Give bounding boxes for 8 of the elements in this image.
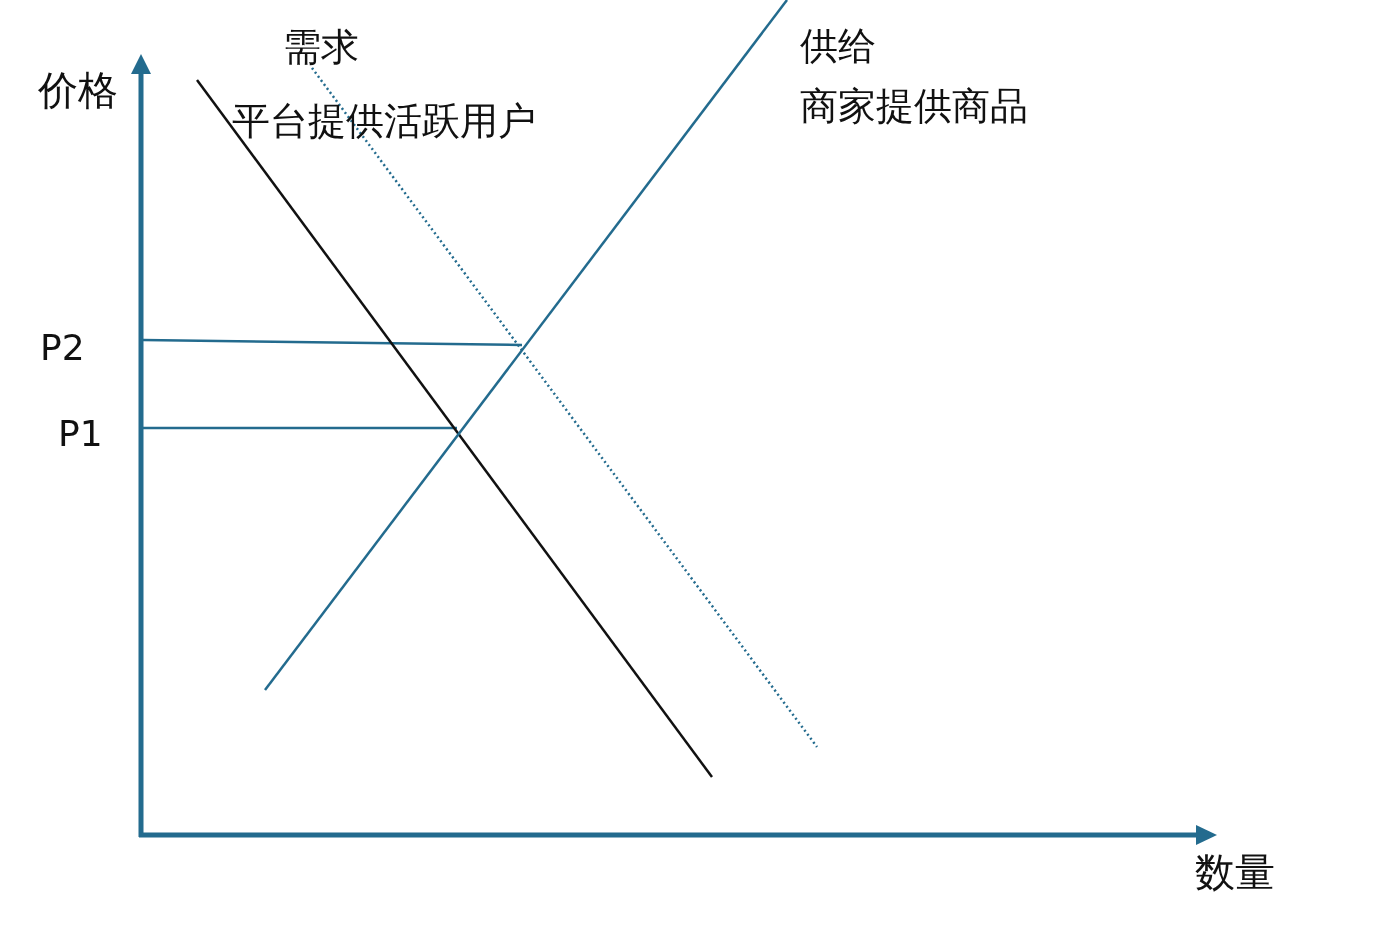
curve-label: 供给 bbox=[800, 27, 876, 65]
price-label: P2 bbox=[40, 330, 85, 366]
axis-label: 数量 bbox=[1195, 852, 1275, 892]
curve-label: 平台提供活跃用户 bbox=[232, 102, 536, 140]
curve-label: 商家提供商品 bbox=[800, 87, 1028, 125]
curve-label: 需求 bbox=[283, 28, 359, 66]
price-label: P1 bbox=[58, 416, 103, 452]
axis-label: 价格 bbox=[38, 70, 118, 110]
